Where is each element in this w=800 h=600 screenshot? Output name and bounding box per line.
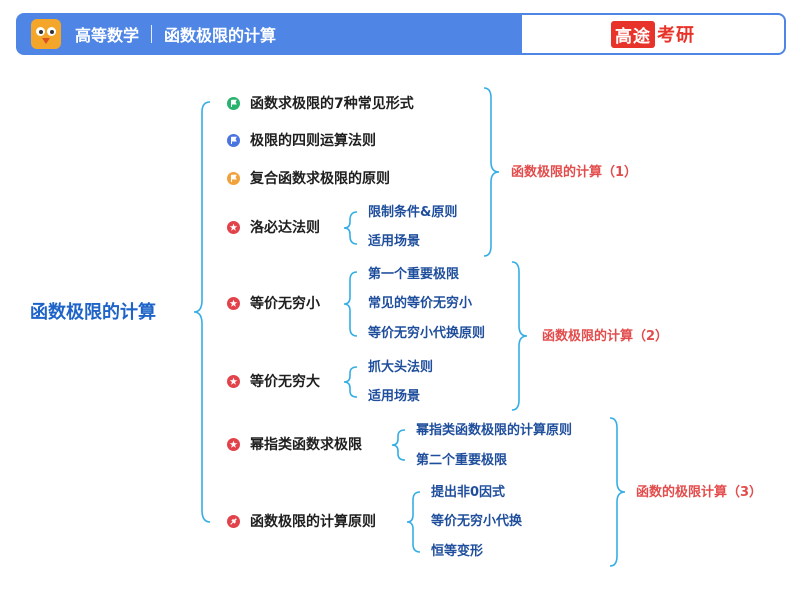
star-icon-red [227,375,240,388]
sub-brace-yuanze [406,491,421,553]
node-composite-function: 复合函数求极限的原则 [250,171,390,187]
sub-node-scenarios: 适用场景 [368,234,421,249]
sub-node-nonzero-factor: 提出非0因式 [431,485,506,500]
group-brace-2 [511,261,528,411]
group-label-3: 函数的极限计算（3） [636,485,763,500]
node-equiv-infinity: 等价无穷大 [250,374,320,390]
group-brace-3 [609,417,626,567]
sub-node-conditions: 限制条件&原则 [368,205,458,220]
node-four-operations: 极限的四则运算法则 [250,133,376,149]
owl-logo-icon [31,19,61,49]
sub-node-dominant-term: 抓大头法则 [368,360,434,375]
node-equiv-infinitesimal: 等价无穷小 [250,296,320,312]
brand-box: 高途 [611,20,655,48]
node-7-forms: 函数求极限的7种常见形式 [250,96,414,112]
flag-icon-green [227,97,240,110]
pin-icon-red [227,515,240,528]
sub-node-identity-transform: 恒等变形 [431,544,484,559]
group-brace-1 [483,87,500,257]
node-lhopital: 洛必达法则 [250,220,320,236]
node-calc-principles: 函数极限的计算原则 [250,514,376,530]
sub-node-scenarios-2: 适用场景 [368,389,421,404]
sub-node-first-limit: 第一个重要极限 [368,267,460,282]
page-title: 函数极限的计算 [164,26,277,45]
root-brace [193,101,211,523]
sub-brace-dengjiada [343,366,358,398]
brand-text: 考研 [657,25,695,46]
sub-node-common-equiv: 常见的等价无穷小 [368,296,473,311]
header-left: 高等数学 函数极限的计算 [16,13,276,55]
node-power-exponent: 幂指类函数求极限 [250,437,362,453]
sub-brace-lobida [343,211,358,245]
brand-logo: 高途 考研 [522,15,784,53]
root-node: 函数极限的计算 [30,302,156,323]
header-divider [151,25,153,43]
sub-node-substitution-rule: 等价无穷小代换原则 [368,326,486,341]
group-label-2: 函数极限的计算（2） [542,329,669,344]
sub-node-second-limit: 第二个重要极限 [416,453,508,468]
sub-brace-mizhi [391,429,406,461]
star-icon-red [227,438,240,451]
sub-node-equiv-substitution: 等价无穷小代换 [431,514,523,529]
group-label-1: 函数极限的计算（1） [511,165,638,180]
sub-node-power-principle: 幂指类函数极限的计算原则 [416,423,573,438]
header-bar: 高等数学 函数极限的计算 高途 考研 [16,13,786,55]
flag-icon-blue [227,134,240,147]
flag-icon-orange [227,172,240,185]
star-icon-red [227,297,240,310]
app-name: 高等数学 [75,26,140,45]
sub-brace-dengjiaxiao [343,271,358,337]
star-icon-red [227,221,240,234]
